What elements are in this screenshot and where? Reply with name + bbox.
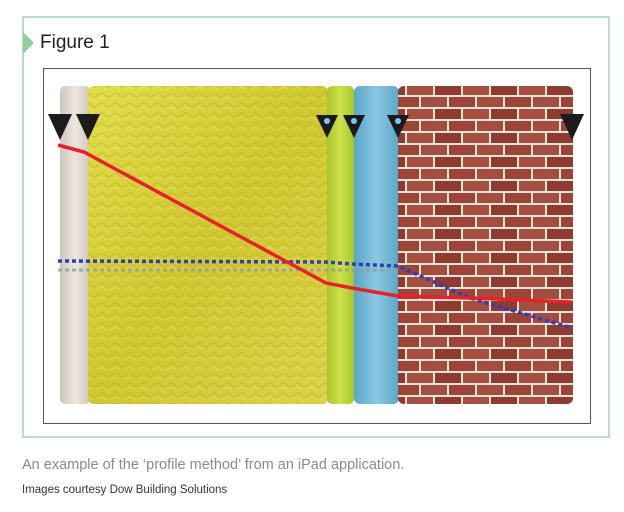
marker-triangle-icon bbox=[560, 114, 584, 140]
series-dotted-profile bbox=[57, 259, 573, 330]
marker-triangle-icon bbox=[316, 115, 338, 138]
layer-brick-veneer bbox=[398, 86, 573, 404]
layer-mineral-wool-insulation bbox=[88, 86, 328, 404]
info-dot-icon bbox=[395, 118, 401, 124]
marker-triangle-icon bbox=[76, 114, 100, 140]
series-solid-profile bbox=[57, 143, 573, 304]
marker-triangle-icon bbox=[48, 114, 72, 140]
layer-air-cavity bbox=[354, 86, 399, 404]
info-dot-icon bbox=[324, 118, 330, 124]
figure-title: Figure 1 bbox=[40, 32, 110, 53]
layer-sheathing bbox=[327, 86, 354, 404]
boundary-markers bbox=[48, 114, 584, 140]
figure-credit: Images courtesy Dow Building Solutions bbox=[22, 484, 228, 496]
marker-triangle-icon bbox=[343, 115, 365, 138]
marker-triangle-icon bbox=[387, 115, 409, 138]
layer-interior-finish bbox=[60, 86, 90, 404]
info-dot-icon bbox=[351, 118, 357, 124]
figure-flag-icon bbox=[23, 32, 34, 54]
figure-caption: An example of the ‘profile method’ from … bbox=[22, 457, 405, 473]
